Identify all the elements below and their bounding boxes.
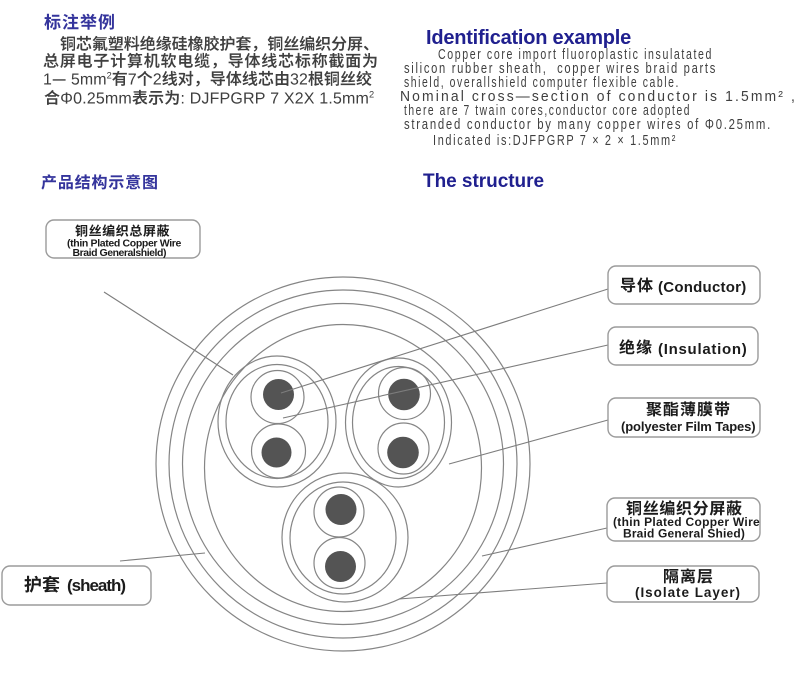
svg-text:(thin Plated Copper Wire: (thin Plated Copper Wire: [67, 238, 181, 250]
svg-text:(Isolate Layer): (Isolate Layer): [635, 585, 741, 600]
svg-text:shield, overallshield computer: shield, overallshield computer flexible …: [404, 75, 680, 91]
svg-text:(polyester Film Tapes): (polyester Film Tapes): [621, 419, 756, 434]
svg-text:Braid Generalshield): Braid Generalshield): [73, 247, 167, 259]
svg-text:(sheath): (sheath): [67, 576, 125, 595]
svg-text:(thin Plated Copper Wire: (thin Plated Copper Wire: [613, 515, 760, 529]
svg-text:The structure: The structure: [423, 171, 544, 192]
svg-text:(Insulation): (Insulation): [658, 341, 748, 358]
svg-text:Identification example: Identification example: [426, 27, 631, 49]
svg-text:stranded conductor by many cop: stranded conductor by many copper wires …: [404, 117, 772, 133]
svg-text:(Conductor): (Conductor): [658, 279, 747, 296]
svg-text:Indicated is:DJFPGRP 7 × 2 × 1: Indicated is:DJFPGRP 7 × 2 × 1.5mm²: [433, 133, 677, 149]
svg-text:Nominal cross—section of condu: Nominal cross—section of conductor is 1.…: [400, 89, 797, 105]
svg-text:Copper core import fluoroplast: Copper core import fluoroplastic insulat…: [438, 47, 713, 63]
svg-text:there are 7 twain cores,conduc: there are 7 twain cores,conductor core a…: [404, 103, 691, 119]
svg-text:silicon rubber sheath, copper: silicon rubber sheath, copper wires brai…: [404, 61, 717, 77]
svg-text:Braid General Shied): Braid General Shied): [623, 527, 745, 541]
